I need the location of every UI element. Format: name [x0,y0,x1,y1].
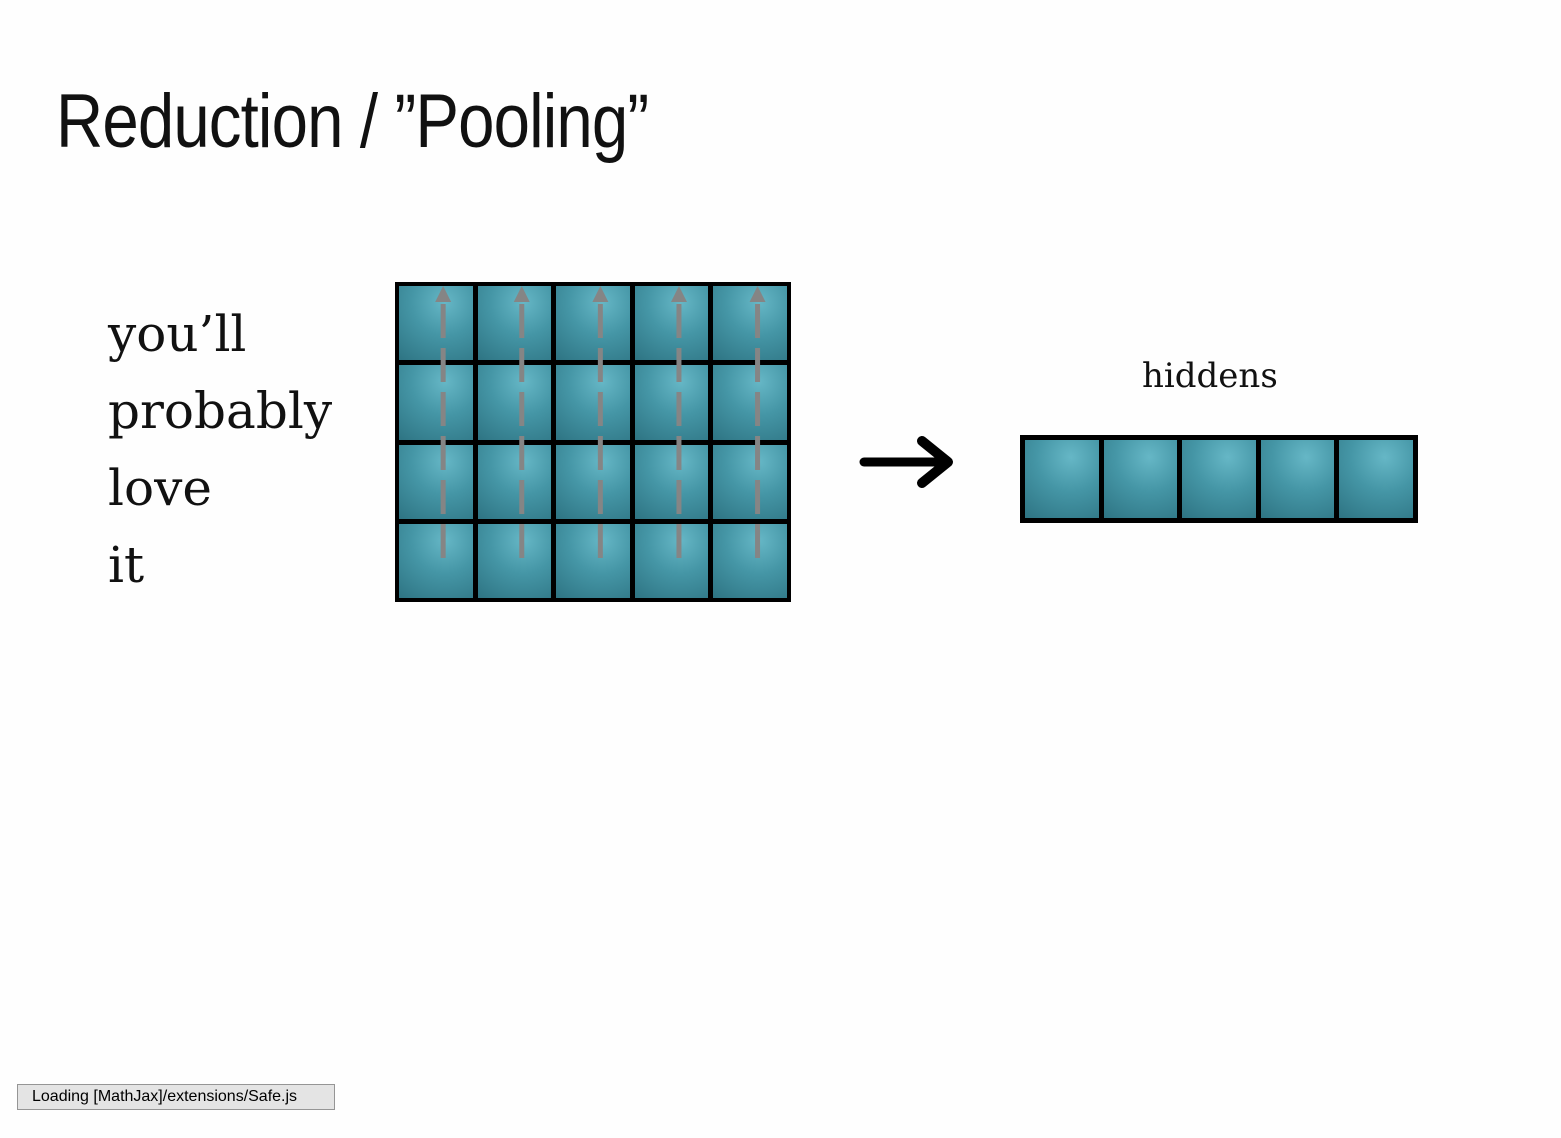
word-4: it [108,536,145,594]
hidden-vector [1020,435,1418,523]
matrix-cell [477,523,552,598]
matrix-cell [634,286,709,361]
matrix-cell [556,365,630,440]
matrix-cell [556,286,630,361]
word-3: love [108,459,212,517]
embedding-matrix [395,282,791,602]
matrix-cell [477,286,552,361]
slide-title: Reduction / ”Pooling” [56,79,649,164]
matrix-cell [477,365,552,440]
matrix-cell [713,523,787,598]
matrix-cell [713,444,787,519]
matrix-cell [556,523,630,598]
hidden-unit [1339,440,1413,518]
matrix-cell [713,365,787,440]
matrix-cell [713,286,787,361]
hidden-unit [1103,440,1178,518]
matrix-cell [634,523,709,598]
matrix-cell [634,365,709,440]
matrix-cell [634,444,709,519]
hiddens-label: hiddens [1142,356,1278,396]
word-2: probably [108,382,333,440]
hidden-unit [1182,440,1256,518]
matrix-cell [399,444,473,519]
input-words: you’ll probably love it [108,296,332,604]
matrix-cell [399,286,473,361]
matrix-cell [399,365,473,440]
right-arrow-icon [859,436,953,488]
matrix-cell [556,444,630,519]
matrix-cell [399,523,473,598]
hidden-unit [1025,440,1099,518]
hidden-unit [1260,440,1335,518]
matrix-cell [477,444,552,519]
word-1: you’ll [108,305,247,363]
mathjax-status: Loading [MathJax]/extensions/Safe.js [17,1084,335,1110]
